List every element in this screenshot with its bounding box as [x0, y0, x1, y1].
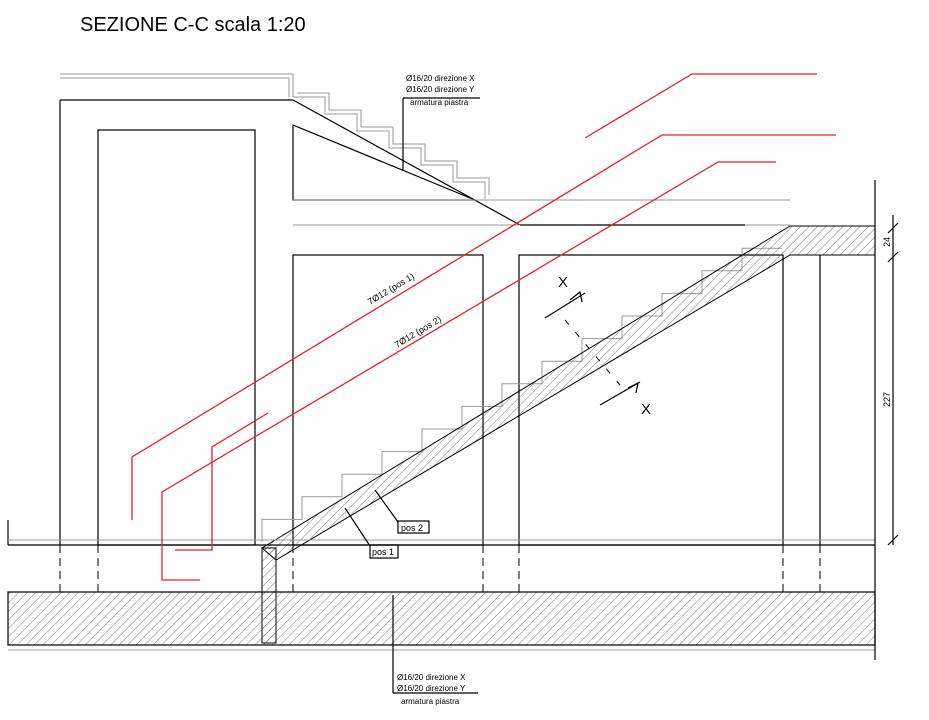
dim-slab: 24	[882, 237, 892, 247]
pos-tags: pos 2 pos 1	[344, 489, 430, 559]
bottom-note: Ø16/20 direzione X Ø16/20 direzione Y ar…	[392, 595, 478, 706]
floor-slab	[7, 180, 876, 660]
tag-pos2: pos 2	[401, 523, 423, 533]
upper-slab	[59, 73, 294, 546]
dimension-line: 24 227	[882, 215, 899, 546]
upper-stair	[292, 92, 790, 226]
svg-text:Ø16/20 direzione X: Ø16/20 direzione X	[397, 673, 466, 682]
rebar-pos1	[131, 134, 836, 520]
rebar-pos2	[161, 161, 776, 581]
top-note: Ø16/20 direzione X Ø16/20 direzione Y ar…	[402, 74, 480, 170]
svg-text:Ø16/20 direzione Y: Ø16/20 direzione Y	[397, 684, 466, 693]
svg-text:armatura piastra: armatura piastra	[410, 98, 469, 107]
drawing-title: SEZIONE C-C scala 1:20	[80, 14, 306, 36]
tag-pos1: pos 1	[372, 547, 394, 557]
dim-height: 227	[882, 392, 892, 407]
rebars	[131, 73, 836, 581]
section-cut-x: X X	[544, 274, 651, 418]
section-mark-bottom: X	[641, 401, 651, 418]
svg-text:armatura piastra: armatura piastra	[401, 697, 460, 706]
rebar-label-pos2: 7Ø12 (pos 2)	[393, 314, 443, 350]
svg-text:Ø16/20 direzione X: Ø16/20 direzione X	[406, 74, 475, 83]
section-mark-top: X	[558, 274, 568, 291]
svg-text:Ø16/20 direzione Y: Ø16/20 direzione Y	[406, 85, 475, 94]
